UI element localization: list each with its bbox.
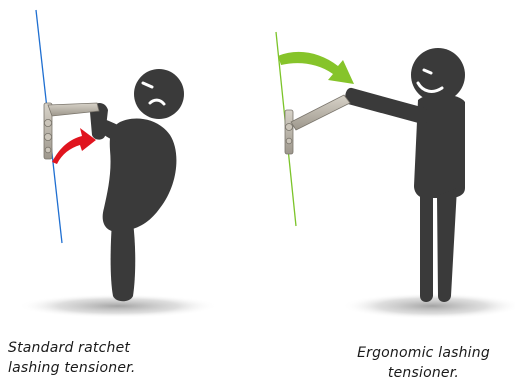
- standard-ratchet-tool: [44, 103, 99, 159]
- ergonomic-caption-line1: Ergonomic lashing: [336, 343, 511, 363]
- ergonomic-caption: Ergonomic lashing tensioner.: [336, 343, 511, 383]
- curved-arrow-up-icon: [52, 128, 96, 164]
- standard-scene: [18, 10, 218, 318]
- ergonomic-scene: [276, 32, 515, 319]
- standard-worker-figure: [90, 69, 184, 301]
- ergonomic-tensioner-tool: [285, 95, 350, 154]
- standard-caption: Standard ratchet lashing tensioner.: [8, 338, 208, 378]
- ergonomic-caption-line2: tensioner.: [336, 363, 511, 383]
- standard-caption-line2: lashing tensioner.: [8, 358, 208, 378]
- curved-arrow-down-icon: [278, 52, 354, 84]
- ergonomic-worker-figure: [345, 48, 465, 302]
- standard-caption-line1: Standard ratchet: [8, 338, 208, 358]
